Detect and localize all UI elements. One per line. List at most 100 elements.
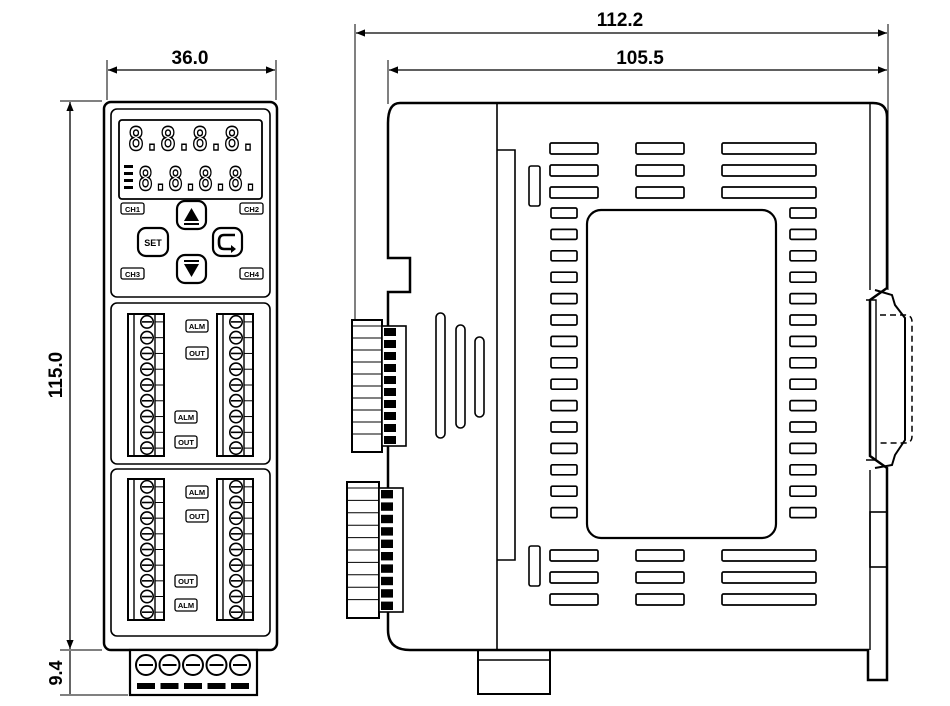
terminal-screw-icon [229,589,253,604]
plug-pin-icon [352,373,396,384]
terminal-screw-icon [140,526,164,541]
upper-out-1-badge: OUT [185,346,209,360]
bottom-foot [477,649,551,695]
mode-key[interactable] [211,226,244,258]
plug-pin-icon [347,487,393,499]
svg-text:OUT: OUT [189,349,205,358]
down-key[interactable] [175,253,208,285]
ventilation-slots [549,142,817,606]
plug-pin-icon [347,561,393,573]
side-view: 112.2 105.5 [346,10,913,695]
release-tab [869,511,888,568]
plug-pin-icon [347,599,393,610]
lower-terminal-module [110,468,271,637]
svg-text:OUT: OUT [189,512,205,521]
plug-pin-icon [352,337,396,348]
terminal-screw-icon [140,425,164,440]
down-arrow-icon [184,264,199,277]
faceplate [110,108,271,298]
lower-right-terminal-block [216,478,254,621]
terminal-screw-icon [229,346,253,361]
label-area [585,208,778,540]
svg-text:OUT: OUT [178,438,194,447]
terminal-screw-icon [140,393,164,408]
side-mark-lower [528,545,541,587]
bottom-screw-icon [229,654,251,689]
terminal-screw-icon [140,573,164,588]
bottom-screw-icon [135,654,157,689]
terminal-screw-icon [140,589,164,604]
width-label: 36.0 [172,48,209,69]
terminal-screw-icon [140,558,164,573]
lower-out-1-badge: OUT [185,509,209,523]
din-rail-clip [866,289,913,469]
terminal-screw-icon [140,362,164,377]
bottom-screw-icon [158,654,181,689]
up-key[interactable] [175,199,208,231]
terminal-screw-icon [229,362,253,377]
upper-alm-2-badge: ALM [174,410,198,424]
terminal-dimension: 9.4 [46,651,128,696]
terminal-screw-icon [140,511,164,526]
upper-terminal-module [110,302,271,465]
overall-depth-label: 112.2 [597,10,644,31]
plug-pin-icon [347,574,393,586]
terminal-screw-icon [140,330,164,345]
plug-pin-icon [347,499,393,511]
plug-pin-icon [352,421,396,432]
terminal-screw-icon [229,526,253,541]
svg-text:CH3: CH3 [125,270,140,279]
svg-text:OUT: OUT [178,577,194,586]
terminal-screw-icon [140,314,164,329]
terminal-screw-icon [229,479,253,494]
lower-side-plug [346,481,404,619]
plug-pin-icon [347,586,393,598]
lower-left-terminal-block [127,478,165,621]
terminal-screw-icon [229,573,253,588]
svg-text:ALM: ALM [189,322,205,331]
set-key-label: SET [144,238,162,248]
ch2-label: CH2 [239,202,264,215]
svg-text:ALM: ALM [178,413,194,422]
side-housing [386,101,889,682]
ch1-label: CH1 [120,202,145,215]
plug-pin-icon [347,549,393,561]
display-row2-bar-icon [124,165,133,189]
side-mark-upper [528,165,541,207]
terminal-screw-icon [229,441,253,456]
plug-pin-icon [352,325,396,336]
plug-pin-icon [347,512,393,524]
bottom-terminal-connector [128,648,259,697]
terminal-screw-icon [140,542,164,557]
upper-left-terminal-block [127,313,165,457]
ch3-label: CH3 [120,267,145,280]
terminal-screw-icon [229,511,253,526]
terminal-screw-icon [229,605,253,620]
plug-pin-icon [352,409,396,420]
side-grip-ovals [435,312,485,439]
terminal-screw-icon [229,314,253,329]
mode-arrow-icon [217,233,235,251]
svg-text:ALM: ALM [178,601,194,610]
plug-pin-icon [352,433,396,444]
plug-pin-icon [352,349,396,360]
terminal-screw-icon [229,425,253,440]
bottom-screw-icon [205,654,228,689]
plug-pin-icon [352,361,396,372]
width-dimension: 36.0 [106,48,277,100]
front-view: 36.0 115.0 9.4 8.8.8.8. 8.8.8.8. [46,48,279,697]
display-window [118,119,263,200]
display-row-2: 8.8.8.8. [138,160,258,198]
terminal-screw-icon [140,605,164,620]
ch4-label: CH4 [239,267,264,280]
set-key[interactable]: SET [136,226,170,258]
upper-side-plug [351,319,407,453]
svg-text:CH2: CH2 [244,205,259,214]
terminal-screw-icon [229,377,253,392]
bottom-screw-icon [182,654,204,689]
body-depth-dimension: 105.5 [387,48,889,104]
terminal-screw-icon [140,377,164,392]
height-dimension: 115.0 [46,100,102,651]
lower-out-2-badge: OUT [174,574,198,588]
